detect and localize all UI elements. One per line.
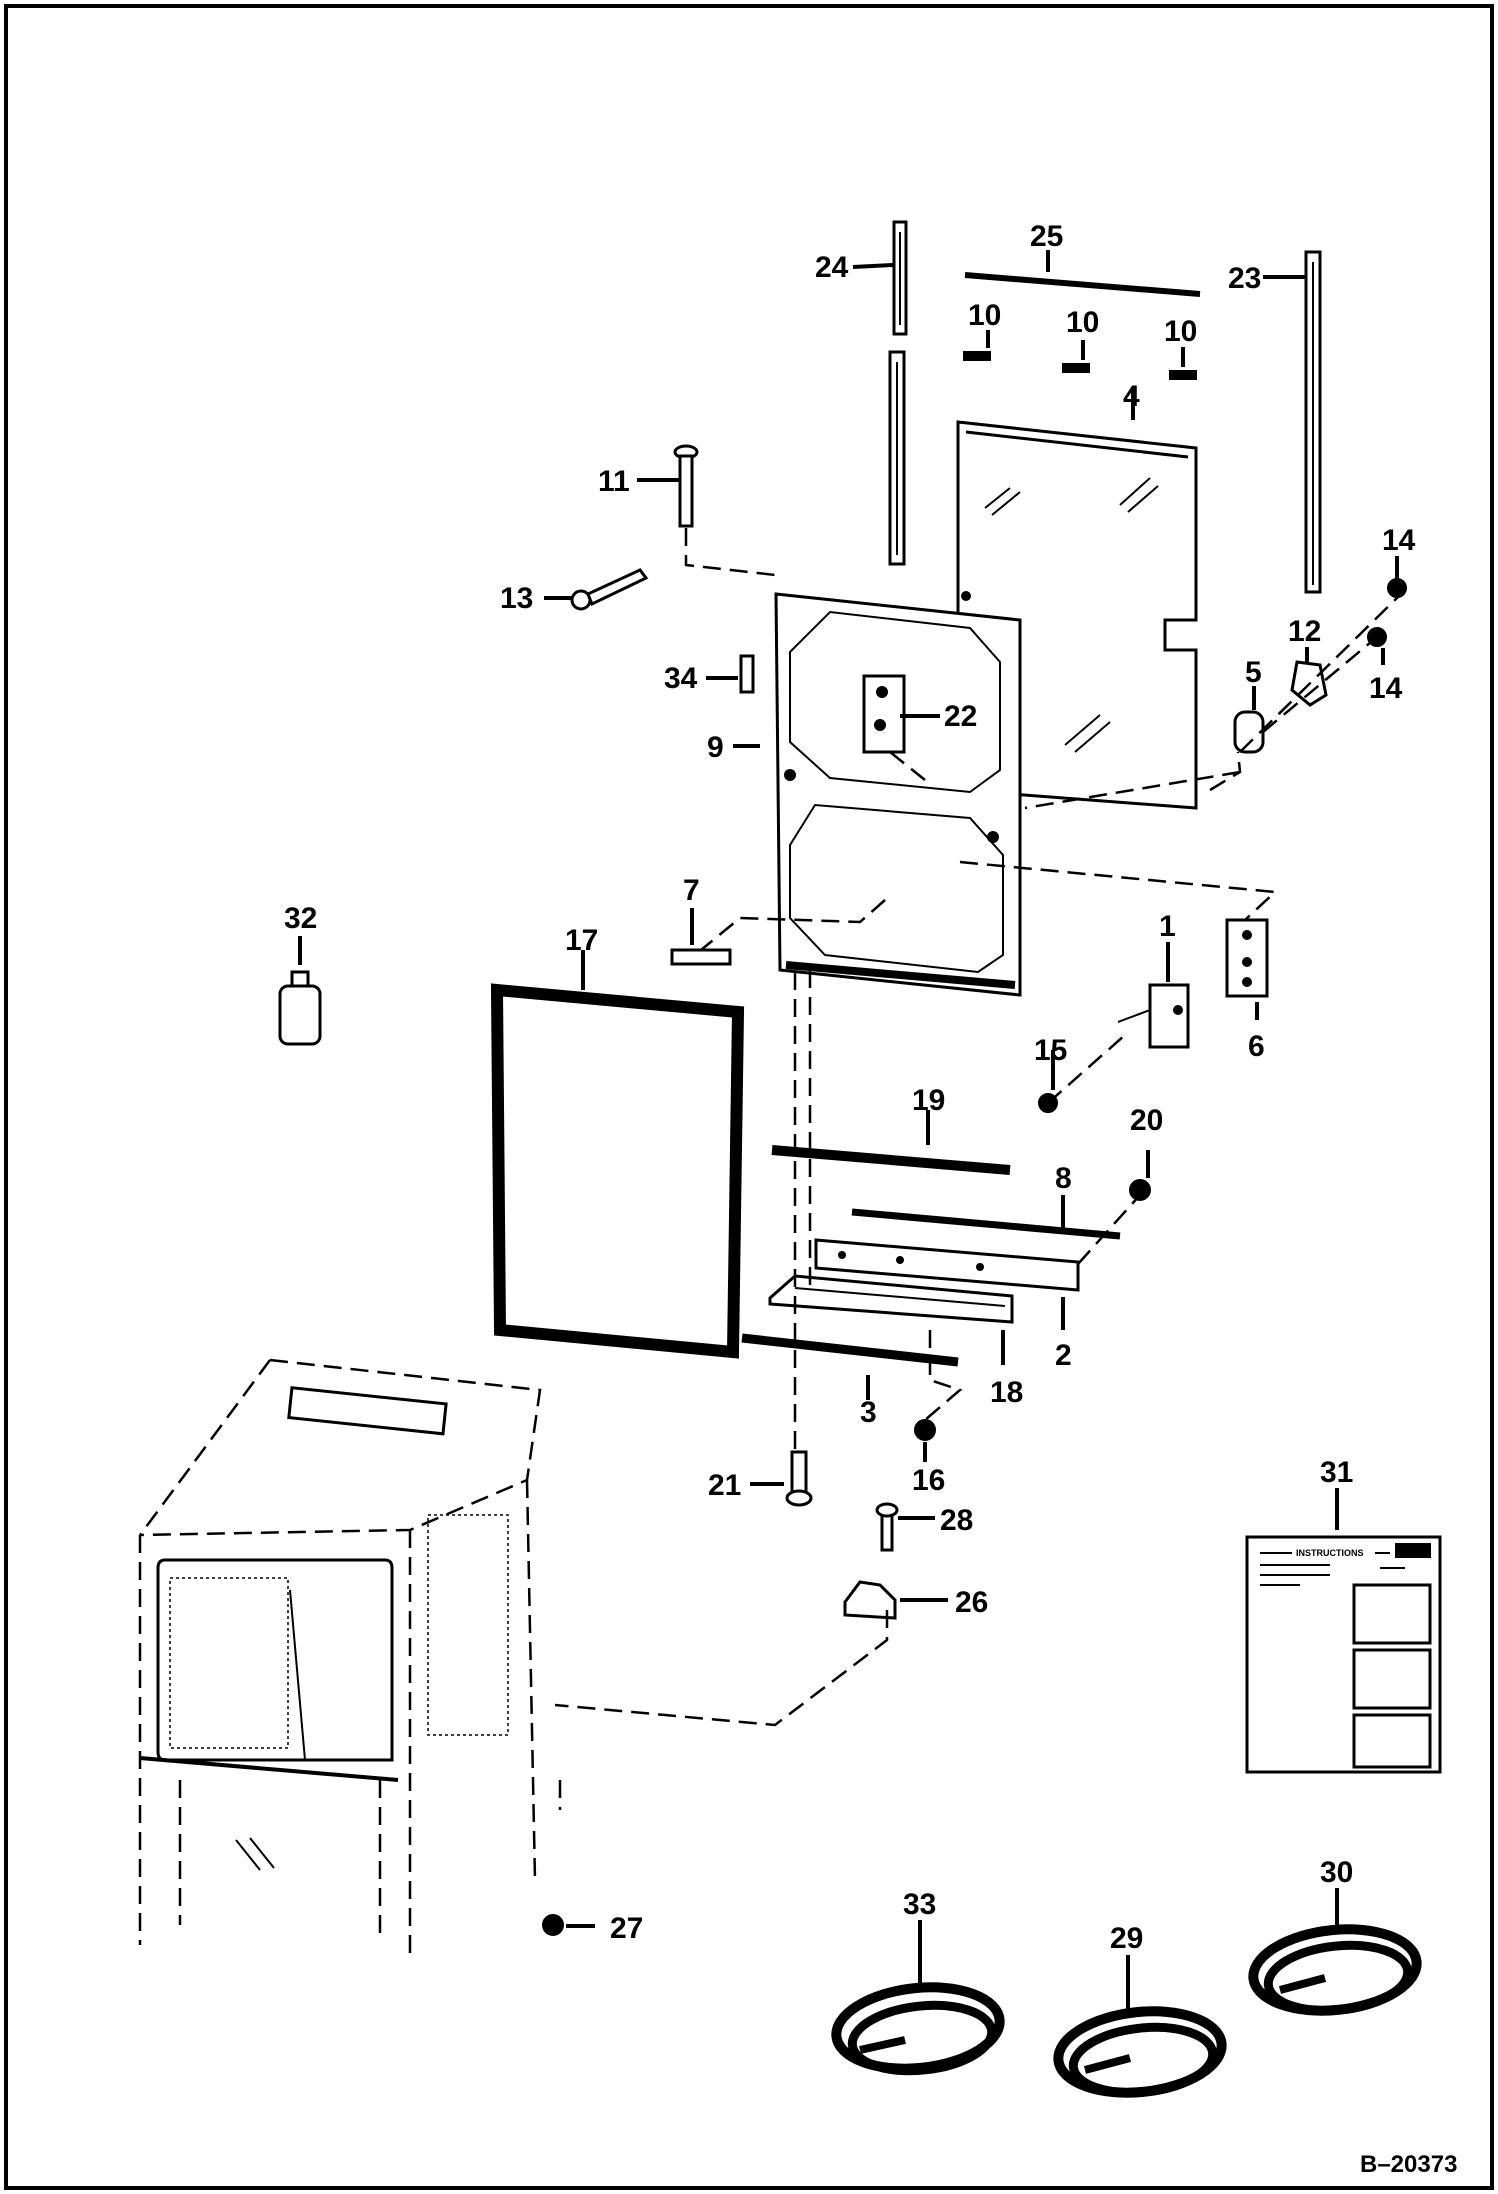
callout-25: 25: [1030, 220, 1063, 253]
callout-21: 21: [708, 1469, 741, 1502]
part-6-plate: [1225, 918, 1269, 998]
callout-34: 34: [664, 662, 698, 695]
part-9-door-frame: [774, 592, 1022, 997]
callout-4: 4: [1123, 380, 1140, 413]
callout-16: 16: [912, 1464, 945, 1497]
callout-6: 6: [1248, 1030, 1265, 1063]
part-26-bracket: [843, 1580, 897, 1620]
callout-18: 18: [990, 1376, 1023, 1409]
callout-8: 8: [1055, 1162, 1072, 1195]
part-10-clip: [1062, 363, 1090, 373]
callout-20: 20: [1130, 1104, 1163, 1137]
part-29-coil-seal: [1053, 2006, 1227, 2098]
callout-19: 19: [912, 1084, 945, 1117]
part-14-screw: [1387, 578, 1407, 598]
part-1-latch: [1117, 983, 1190, 1049]
callout-10: 10: [1066, 306, 1099, 339]
callout-labels: 24 25 10 10 10 23 4 11 13 14 12 14 5 34 …: [284, 220, 1416, 1955]
callout-27: 27: [610, 1912, 643, 1945]
instruction-heading: INSTRUCTIONS: [1296, 1548, 1364, 1558]
leader-lines: [298, 250, 1399, 2012]
callout-1: 1: [1159, 910, 1176, 943]
callout-23: 23: [1228, 262, 1261, 295]
callout-11: 11: [598, 465, 630, 498]
part-17-seal: [490, 983, 745, 1359]
part-31-instruction-sheet: INSTRUCTIONS: [1245, 1535, 1442, 1774]
callout-10: 10: [968, 299, 1001, 332]
callout-5: 5: [1245, 656, 1262, 689]
callout-3: 3: [860, 1396, 877, 1429]
part-10-clip: [1169, 370, 1197, 380]
callout-14: 14: [1382, 524, 1416, 557]
callout-24: 24: [815, 251, 849, 284]
part-16-nut: [914, 1419, 936, 1441]
part-25-top-bar: [964, 272, 1201, 297]
part-27-nut: [542, 1914, 564, 1936]
part-32-bottle: [278, 970, 322, 1046]
callout-10: 10: [1164, 315, 1197, 348]
part-28-bolt: [875, 1502, 899, 1552]
diagram-border: [4, 4, 1494, 2190]
callout-22: 22: [944, 700, 977, 733]
part-13-pin: [570, 568, 649, 611]
cab-phantom: [138, 1358, 562, 1955]
callout-12: 12: [1288, 615, 1321, 648]
callout-31: 31: [1320, 1456, 1353, 1489]
figure-reference: B–20373: [1360, 2151, 1457, 2178]
part-7-spacer: [670, 948, 732, 966]
part-30-coil-seal: [1248, 1924, 1422, 2016]
part-23-right-channel: [1304, 250, 1322, 594]
callout-13: 13: [500, 582, 533, 615]
part-21-bolt: [785, 1450, 813, 1507]
part-34-latch: [739, 654, 755, 694]
assembly-lines: [554, 528, 1401, 1727]
callout-26: 26: [955, 1586, 988, 1619]
callout-17: 17: [565, 924, 598, 957]
callout-15: 15: [1034, 1034, 1067, 1067]
part-11-pin: [673, 444, 699, 528]
callout-28: 28: [940, 1504, 973, 1537]
part-24-left-channel: [888, 220, 908, 566]
part-18-rail: [768, 1274, 1014, 1324]
part-20-screw: [1129, 1179, 1151, 1201]
part-8-rod: [851, 1208, 1121, 1240]
part-3-strip: [741, 1333, 959, 1367]
part-10-clip: [963, 351, 991, 361]
part-19-strip: [771, 1145, 1011, 1175]
callout-14: 14: [1369, 672, 1403, 705]
callout-9: 9: [707, 731, 724, 764]
callout-30: 30: [1320, 1856, 1353, 1889]
callout-7: 7: [683, 874, 700, 907]
callout-29: 29: [1110, 1922, 1143, 1955]
callout-2: 2: [1055, 1339, 1072, 1372]
part-33-coil-seal: [831, 1982, 1005, 2076]
callout-33: 33: [903, 1888, 936, 1921]
callout-32: 32: [284, 902, 317, 935]
part-2-rail: [814, 1238, 1080, 1292]
